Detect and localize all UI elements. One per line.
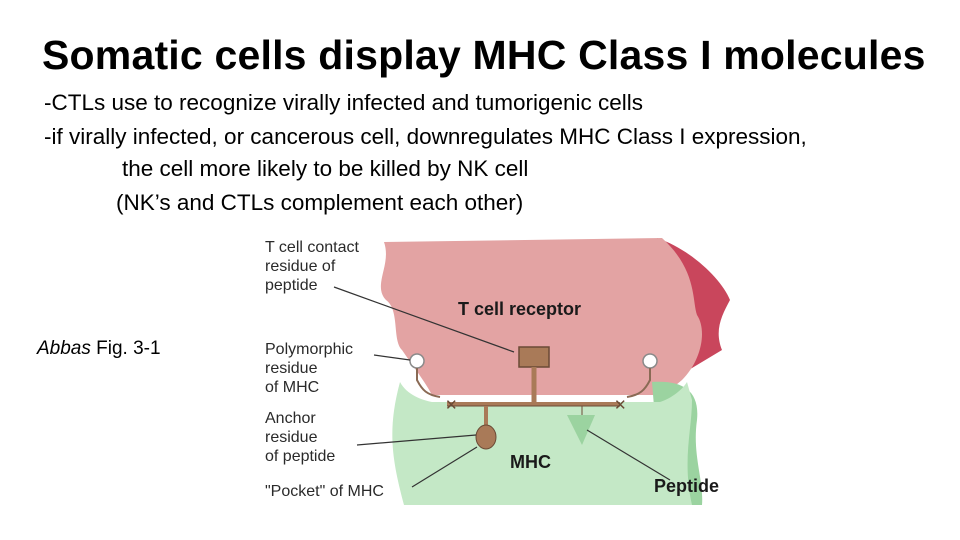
mhc-shape (392, 382, 692, 505)
label-pocket: "Pocket" of MHC (265, 483, 384, 500)
label-anchor-2: residue (265, 429, 318, 446)
tcr-shape (380, 238, 702, 395)
label-polymorphic-2: residue (265, 360, 318, 377)
label-polymorphic-1: Polymorphic (265, 341, 353, 358)
label-tcell-contact-2: residue of (265, 258, 336, 275)
caption-figure-ref: Fig. 3-1 (90, 338, 161, 359)
label-anchor-1: Anchor (265, 410, 316, 427)
figure-caption: Abbas Fig. 3-1 (37, 338, 161, 360)
anchor-residue (475, 424, 497, 450)
bullet-2: -if virally infected, or cancerous cell,… (44, 124, 807, 149)
mhc-pocket (567, 415, 595, 445)
bullet-4: (NK’s and CTLs complement each other) (116, 190, 524, 215)
caption-author: Abbas (37, 338, 91, 359)
contact-residue-box (518, 346, 550, 368)
label-tcell-contact-1: T cell contact (265, 239, 360, 256)
label-peptide: Peptide (654, 476, 719, 496)
bullet-1: -CTLs use to recognize virally infected … (44, 90, 644, 115)
bullet-3: the cell more likely to be killed by NK … (122, 156, 529, 181)
mhc-tcr-figure: ✕ ✕ T cell contact residue of peptide Po… (252, 230, 752, 505)
polymorphic-stalk-left (416, 368, 441, 398)
label-polymorphic-3: of MHC (265, 379, 319, 396)
polymorphic-bump-right (642, 353, 658, 369)
label-tcell-contact-3: peptide (265, 277, 318, 294)
polymorphic-stalk-right (626, 368, 651, 398)
svg-text:✕: ✕ (445, 397, 458, 414)
polymorphic-bump-left (409, 353, 425, 369)
slide-title: Somatic cells display MHC Class I molecu… (42, 32, 926, 78)
svg-text:✕: ✕ (614, 397, 627, 414)
label-t-cell-receptor: T cell receptor (458, 299, 581, 319)
label-mhc: MHC (510, 452, 551, 472)
label-anchor-3: of peptide (265, 448, 335, 465)
